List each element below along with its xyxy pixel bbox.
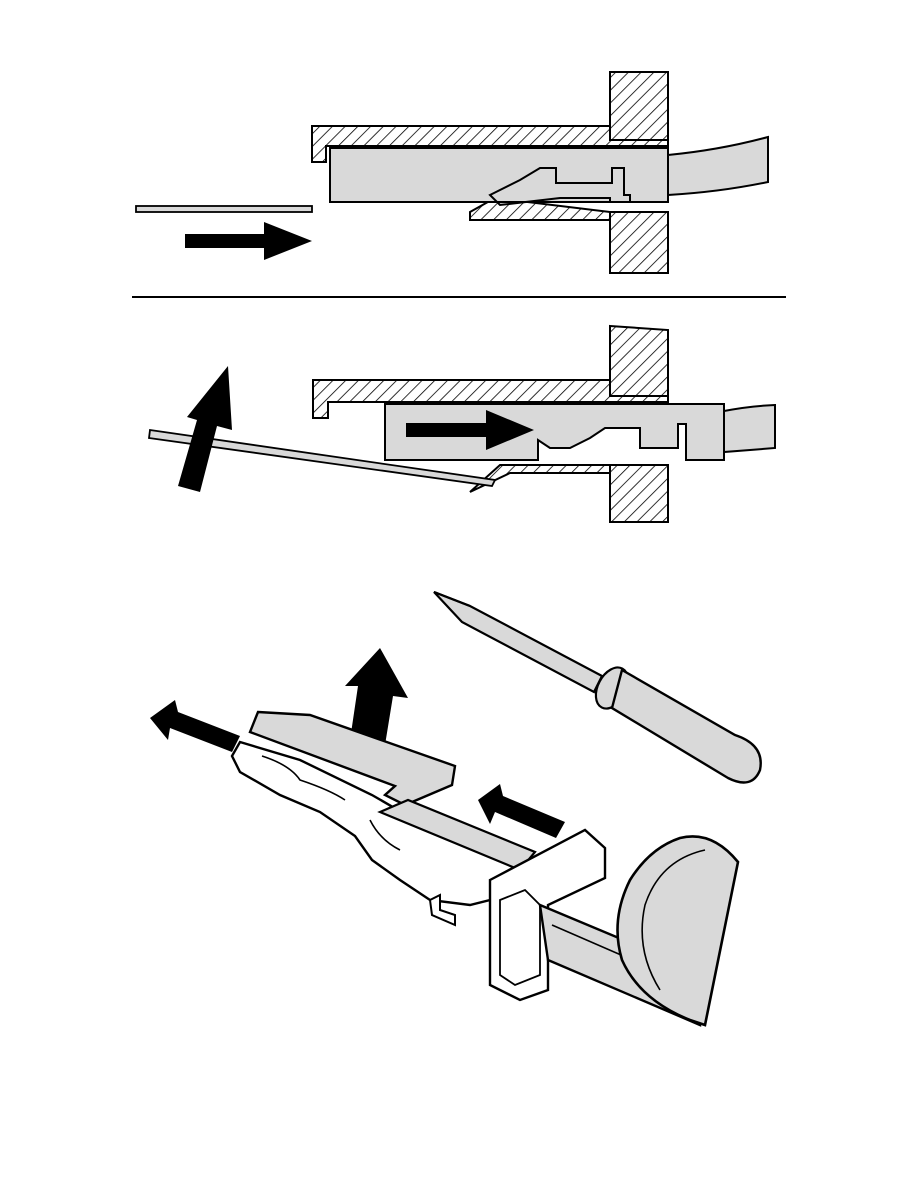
terminal-crimp-detail: [261, 755, 401, 851]
housing-upper-flange-2: [312, 379, 669, 419]
arrow-up-icon: [178, 366, 232, 492]
arrow-right-inner-icon: [406, 410, 534, 450]
screwdriver-shaft: [433, 590, 604, 694]
screwdriver-handle: [610, 668, 762, 784]
bottom-panel: [150, 590, 762, 1027]
connector-latch: [428, 893, 456, 927]
release-tool-top: [135, 205, 313, 213]
arrow-pull-left-icon: [150, 700, 240, 752]
arrow-push-left-icon: [478, 784, 565, 838]
release-tool-middle: [147, 428, 497, 487]
cable-seal-rim: [641, 849, 706, 991]
housing-upper-flange: [311, 125, 669, 163]
top-panel: [135, 71, 769, 274]
housing-wall-lower-2: [609, 464, 669, 523]
housing-wall-upper: [609, 71, 669, 141]
arrow-right-icon: [185, 222, 312, 260]
terminal-body-2: [384, 403, 725, 461]
terminal-body: [329, 147, 669, 207]
screwdriver-tip: [433, 590, 471, 608]
housing-wall-upper-2: [609, 324, 669, 397]
cable-seal: [616, 835, 740, 1027]
housing-wall-lower: [609, 211, 669, 274]
middle-panel: [147, 324, 776, 523]
arrow-lift-icon: [345, 648, 408, 745]
screwdriver: [433, 590, 762, 784]
cable-top: [667, 135, 769, 197]
cable-middle: [723, 403, 776, 454]
terminal-blade: [377, 798, 537, 872]
connector-housing-inner: [499, 888, 541, 987]
housing-lower-wedge-2: [469, 464, 611, 493]
